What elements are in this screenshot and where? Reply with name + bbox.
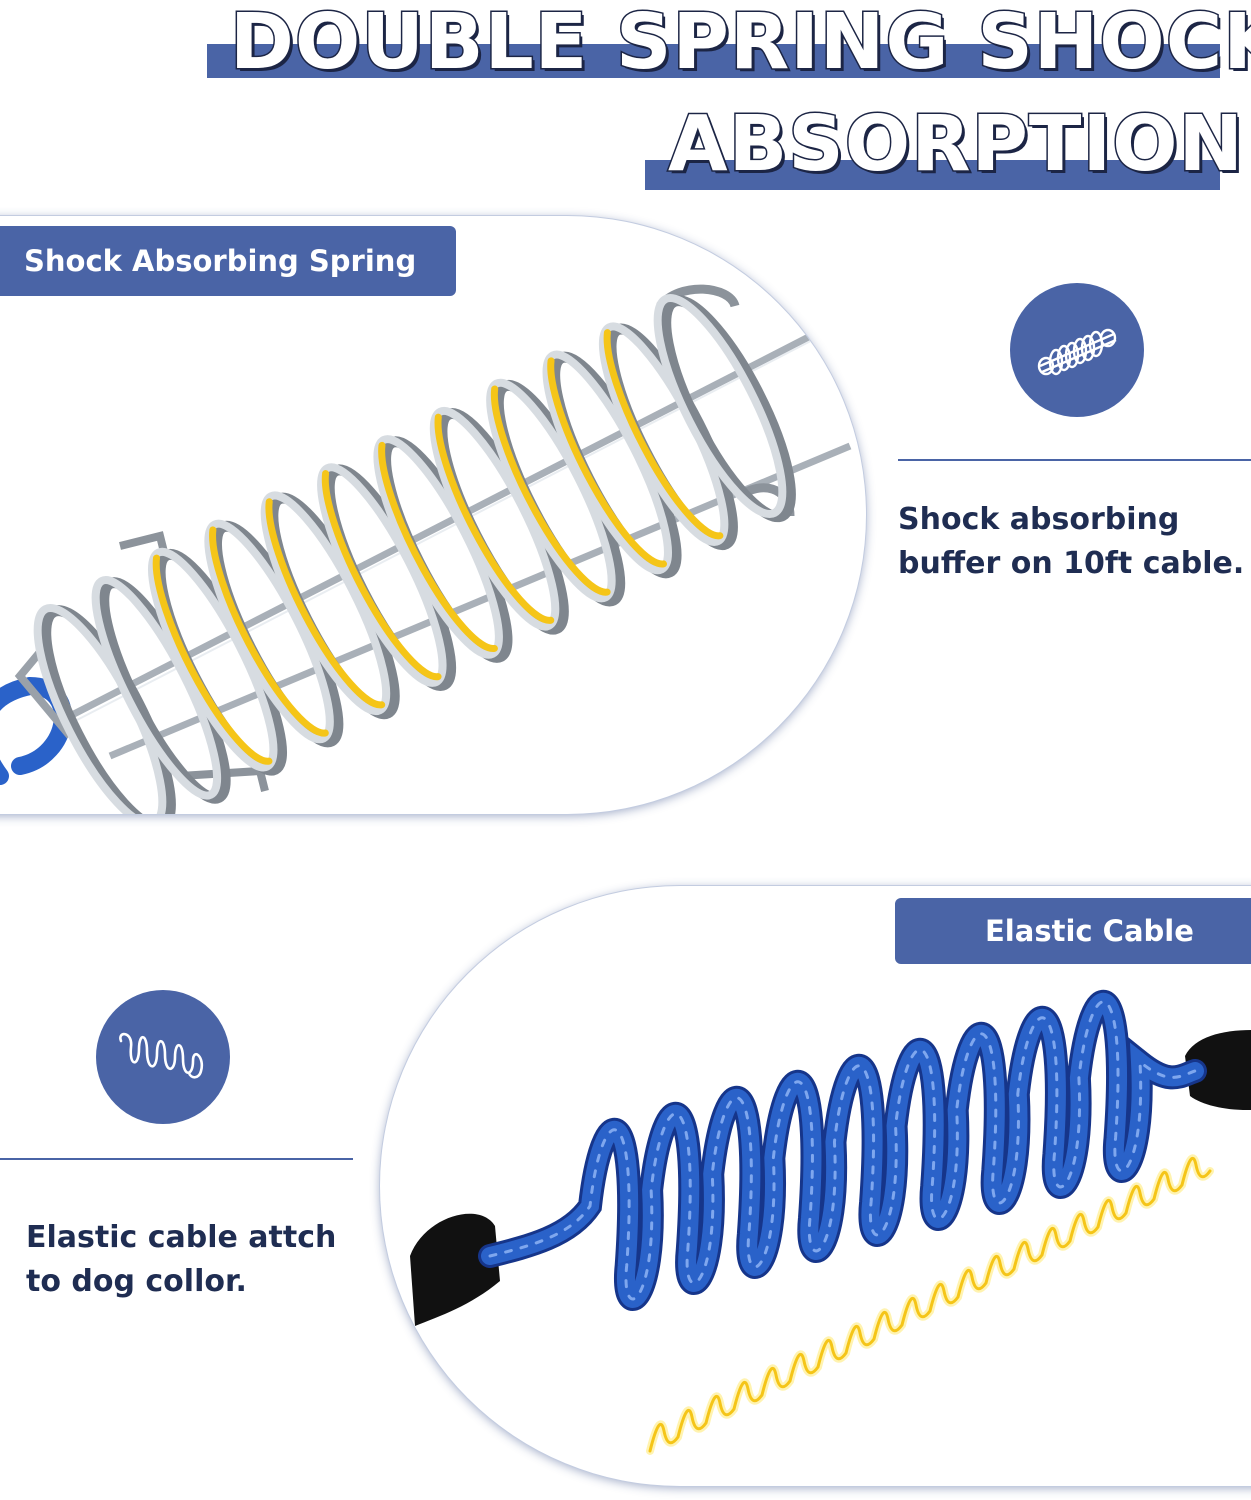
coil-icon xyxy=(119,1032,204,1079)
shock-absorbing-spring-tag: Shock Absorbing Spring xyxy=(0,226,456,296)
description-line: Elastic cable attch xyxy=(26,1220,337,1255)
spring-icon xyxy=(1037,328,1117,376)
description-line: buffer on 10ft cable. xyxy=(898,546,1245,581)
elastic-cable-illustration xyxy=(410,989,1251,1455)
spring-illustration xyxy=(0,284,852,814)
spring-highlight-coil xyxy=(321,470,442,681)
title-underline-bar-2 xyxy=(645,160,1220,190)
page-title-line2: ABSORPTION xyxy=(667,99,1245,191)
spring-coil xyxy=(653,293,787,519)
spring-highlight-coil xyxy=(547,357,668,568)
elastic-cable-image-panel: Elastic Cable xyxy=(380,886,1251,1486)
page-title-line1: DOUBLE SPRING SHOCK xyxy=(229,0,1251,89)
spring-highlight-coil xyxy=(152,554,273,765)
spring-highlight-coil xyxy=(490,385,611,596)
spring-highlight-coil xyxy=(209,526,329,737)
description-line: to dog collor. xyxy=(26,1264,247,1299)
coil-feature-circle xyxy=(96,990,230,1124)
elastic-cable-description: Elastic cable attch to dog collor. xyxy=(26,1216,366,1304)
description-line: Shock absorbing xyxy=(898,502,1180,537)
spring-highlight-coil xyxy=(434,413,555,624)
elastic-cable-tag: Elastic Cable xyxy=(895,898,1251,964)
spring-image-panel: Shock Absorbing Spring xyxy=(0,216,866,814)
cable-coil xyxy=(481,992,1204,1308)
yellow-wave xyxy=(648,1156,1212,1453)
spring-highlight-coil xyxy=(265,498,386,709)
bottom-feature-divider xyxy=(0,1158,353,1160)
spring-highlight-coil xyxy=(603,329,724,540)
spring-highlight-coil xyxy=(378,441,498,652)
title-underline-bar-1 xyxy=(207,44,1220,78)
shock-absorbing-description: Shock absorbing buffer on 10ft cable. xyxy=(898,498,1248,586)
spring-feature-circle xyxy=(1010,283,1144,417)
top-feature-divider xyxy=(898,459,1251,461)
cable-braid xyxy=(488,1000,1197,1301)
